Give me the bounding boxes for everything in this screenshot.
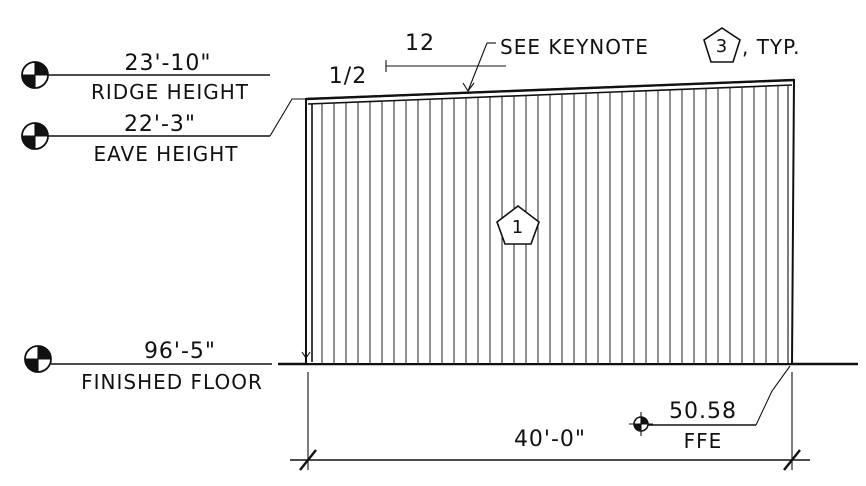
keynote-callout-suffix: , TYP. — [742, 35, 800, 59]
level-target-icon — [21, 122, 49, 150]
pentagon-keynote-icon — [703, 27, 741, 63]
wall-keynote-number: 1 — [512, 217, 524, 238]
ffe-label: FFE — [684, 429, 723, 453]
level-target-icon — [21, 61, 49, 89]
spot-elevation-icon — [629, 412, 653, 436]
length-dimension-value: 40'-0" — [514, 427, 586, 452]
eave-level-marker: 22'-3" EAVE HEIGHT — [21, 98, 308, 166]
slope-rise: 1/2 — [329, 64, 367, 89]
pentagon-keynote-icon — [496, 204, 540, 245]
metal-wall-elevation — [278, 78, 858, 366]
floor-level-marker: 96'-5" FINISHED FLOOR — [24, 339, 272, 394]
ridge-level-marker: 23'-10" RIDGE HEIGHT — [21, 51, 270, 104]
ridge-height-label: RIDGE HEIGHT — [91, 80, 249, 104]
wall-keynote-tag: 1 — [496, 204, 540, 245]
floor-level-label: FINISHED FLOOR — [81, 370, 263, 394]
ffe-elevation-value: 50.58 — [669, 399, 737, 424]
floor-level-value: 96'-5" — [144, 339, 216, 364]
overall-length-dimension: 40'-0" — [290, 372, 810, 471]
ridge-height-value: 23'-10" — [124, 51, 211, 76]
slope-run: 12 — [405, 31, 435, 56]
eave-height-label: EAVE HEIGHT — [93, 142, 238, 166]
roof-slope-indicator: 12 1/2 — [329, 31, 506, 89]
finish-floor-elevation-tag: 50.58 FFE — [629, 365, 791, 453]
eave-height-value: 22'-3" — [124, 112, 196, 137]
panel-ribs — [321, 86, 779, 364]
keynote-callout-text: SEE KEYNOTE — [500, 35, 649, 59]
keynote-callout: SEE KEYNOTE 3 , TYP. — [462, 27, 800, 92]
level-target-icon — [24, 345, 52, 373]
keynote-callout-number: 3 — [716, 36, 728, 57]
